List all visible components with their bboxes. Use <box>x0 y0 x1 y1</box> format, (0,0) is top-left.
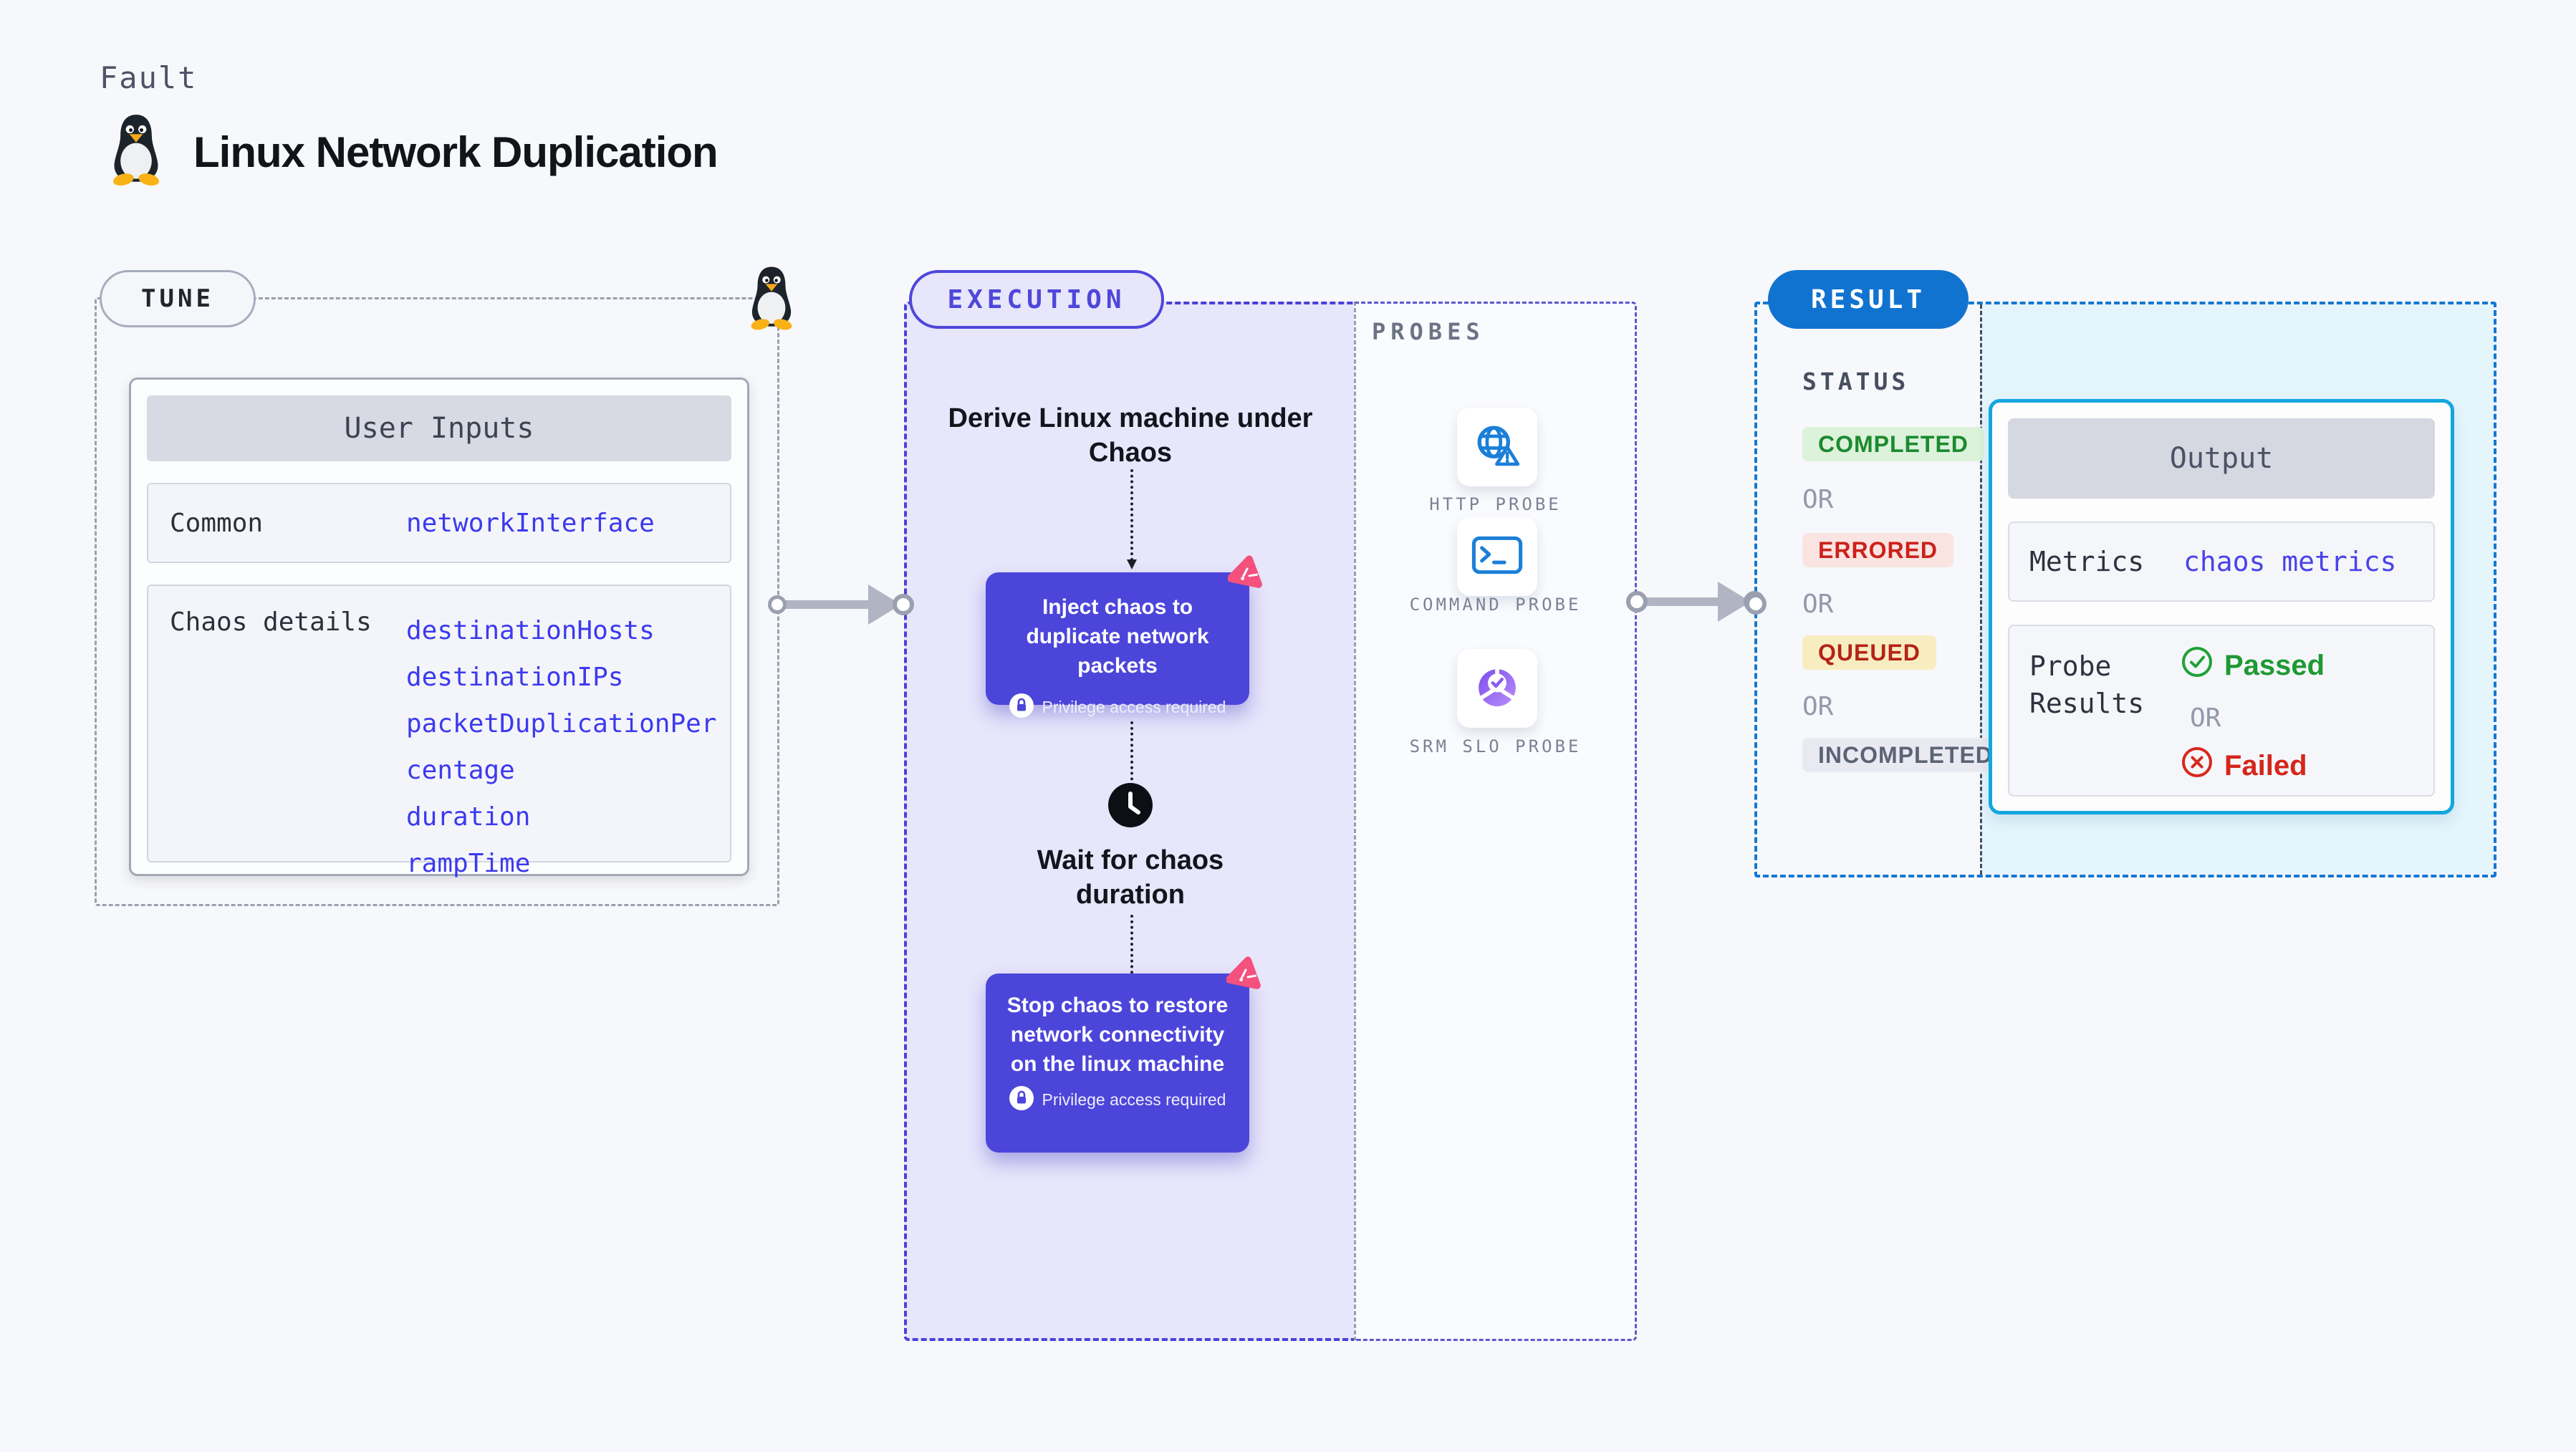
execution-flow-panel: Derive Linux machine under Chaos Inject … <box>904 302 1354 1341</box>
metrics-label: Metrics <box>2029 546 2145 577</box>
output-title: Output <box>2008 418 2435 499</box>
result-badge: RESULT <box>1768 270 1969 329</box>
linux-tux-icon <box>745 264 798 331</box>
metrics-value: chaos metrics <box>2183 546 2397 577</box>
input-row-value: networkInterface <box>406 508 655 538</box>
probes-title: PROBES <box>1372 318 1485 345</box>
step-stop-title: Stop chaos to restore network connectivi… <box>1006 994 1229 1076</box>
globe-alert-icon <box>1470 422 1524 473</box>
step-inject-title: Inject chaos to duplicate network packet… <box>1026 595 1209 678</box>
input-row-label: Common <box>170 508 264 538</box>
connector-dot <box>893 594 914 615</box>
step-derive-title: Derive Linux machine under Chaos <box>948 403 1313 468</box>
or-separator: OR <box>2190 703 2221 733</box>
srm-slo-probe-card <box>1457 649 1537 728</box>
or-separator: OR <box>1802 485 1834 514</box>
verdict-failed: Failed <box>2181 746 2307 785</box>
input-row-label: Chaos details <box>170 607 372 637</box>
probe-label: HTTP PROBE <box>1429 494 1562 514</box>
execution-badge: EXECUTION <box>909 270 1164 329</box>
verdict-passed: Passed <box>2181 646 2325 685</box>
chaos-icon <box>1225 955 1264 992</box>
failed-label: Failed <box>2224 749 2307 782</box>
status-title: STATUS <box>1802 367 1910 395</box>
input-row-chaos-details: Chaos details destinationHosts destinati… <box>147 585 731 878</box>
output-card: Output Metrics chaos metrics Probe Resul… <box>1989 399 2454 814</box>
user-inputs-card: User Inputs Common networkInterface Chao… <box>129 378 749 878</box>
flow-dotted-arrow <box>1127 469 1137 569</box>
output-row-probe-results: Probe Results Passed OR <box>2008 625 2435 797</box>
probe-label: SRM SLO PROBE <box>1409 736 1582 756</box>
output-row-metrics: Metrics chaos metrics <box>2008 521 2435 602</box>
connector-dot <box>1745 593 1767 615</box>
input-row-values: destinationHosts destinationIPs packetDu… <box>406 607 730 887</box>
lock-icon <box>1009 1086 1034 1114</box>
privilege-row: Privilege access required <box>986 693 1249 721</box>
input-value: destinationIPs <box>406 663 624 692</box>
input-value: duration <box>406 802 531 832</box>
lock-icon <box>1009 693 1034 721</box>
execution-section: Derive Linux machine under Chaos Inject … <box>904 302 1637 1341</box>
step-inject-box: Inject chaos to duplicate network packet… <box>986 572 1249 718</box>
input-value: rampTime <box>406 849 531 878</box>
status-badge-queued: QUEUED <box>1802 635 1936 670</box>
probes-panel: PROBES HTTP PROBE <box>1354 302 1637 1341</box>
page-title: Linux Network Duplication <box>193 128 719 176</box>
chaos-icon <box>1226 554 1265 591</box>
fault-kind-label: Fault <box>100 60 198 95</box>
input-value: destinationHosts <box>406 616 655 645</box>
step-stop-box: Stop chaos to restore network connectivi… <box>986 973 1249 1153</box>
tune-to-execution-arrow <box>781 600 868 609</box>
user-inputs-title: User Inputs <box>147 395 731 461</box>
probe-results-label: Probe Results <box>2029 650 2145 719</box>
result-section-box: STATUS COMPLETED OR ERRORED OR QUEUED OR… <box>1745 302 2496 878</box>
tune-badge: TUNE <box>100 270 256 327</box>
privilege-row: Privilege access required <box>986 1086 1249 1114</box>
http-probe-card <box>1457 408 1537 486</box>
command-probe-card <box>1457 517 1537 596</box>
clock-icon <box>1108 783 1153 827</box>
connector-dot <box>1626 591 1648 612</box>
status-badge-completed: COMPLETED <box>1802 427 1984 461</box>
or-separator: OR <box>1802 590 1834 619</box>
terminal-icon <box>1471 536 1523 578</box>
privilege-label: Privilege access required <box>1042 1090 1226 1109</box>
passed-label: Passed <box>2224 649 2325 681</box>
status-badge-incompleted: INCOMPLETED <box>1802 738 2009 772</box>
privilege-label: Privilege access required <box>1042 698 1226 716</box>
slo-donut-icon <box>1471 661 1523 716</box>
execution-to-result-arrow <box>1642 597 1722 606</box>
input-value: packetDuplicationPercentage <box>406 709 717 785</box>
status-badge-errored: ERRORED <box>1802 533 1954 567</box>
or-separator: OR <box>1802 692 1834 721</box>
linux-tux-icon <box>106 112 166 186</box>
input-row-common: Common networkInterface <box>147 483 731 563</box>
connector-dot <box>768 595 787 614</box>
check-circle-icon <box>2181 646 2213 685</box>
x-circle-icon <box>2181 746 2213 785</box>
step-wait-title: Wait for chaos duration <box>1037 845 1224 910</box>
probe-label: COMMAND PROBE <box>1409 595 1582 615</box>
